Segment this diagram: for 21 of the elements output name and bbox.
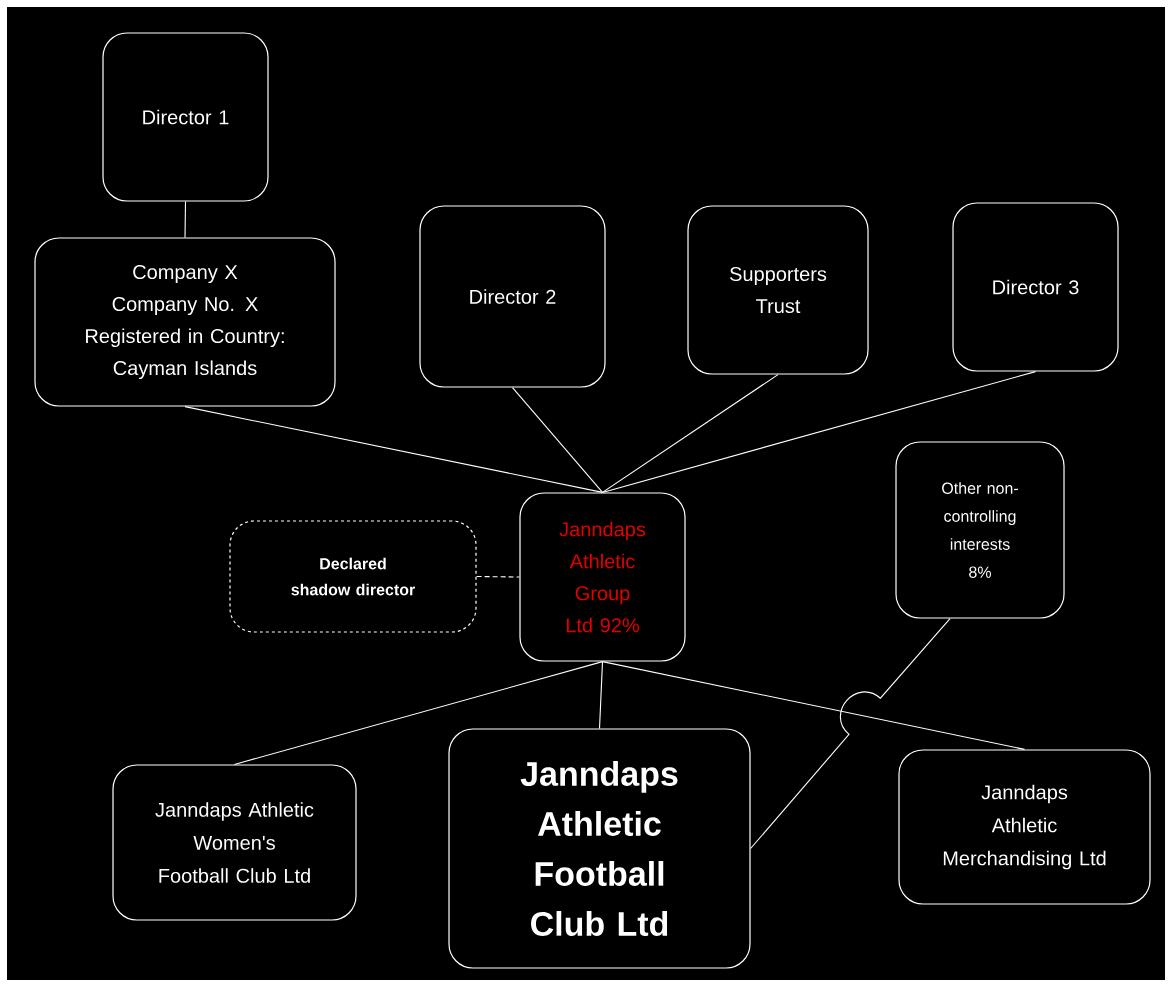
club-box: Janndaps Athletic Football Club Ltd	[448, 728, 751, 969]
group-box: Janndaps Athletic Group Ltd 92%	[519, 492, 686, 662]
connector-line	[476, 575, 520, 578]
director-box: Director 1	[102, 32, 269, 202]
connector-line	[184, 406, 604, 493]
director-box: Director 3	[952, 202, 1119, 372]
interests-box: Other non-controlling interests 8%	[895, 441, 1065, 619]
shadow-director-box: Declared shadow director	[229, 520, 477, 633]
trust-box: Supporters Trust	[687, 205, 869, 375]
connector-line	[601, 661, 1026, 750]
connector-line	[750, 618, 951, 850]
director-box: Director 2	[419, 205, 606, 388]
connector-line	[184, 201, 187, 238]
subsidiary-box: Janndaps Athletic Merchandising Ltd	[898, 749, 1151, 905]
connector-line	[233, 661, 604, 765]
company-box: Company X Company No. X Registered in Country: Cayman Islands	[34, 237, 336, 407]
connector-line	[601, 371, 1037, 493]
connector-line	[511, 387, 604, 493]
subsidiary-box: Janndaps Athletic Women's Football Club Ltd	[112, 764, 357, 921]
connector-line	[601, 374, 779, 493]
connector-line	[598, 661, 604, 729]
